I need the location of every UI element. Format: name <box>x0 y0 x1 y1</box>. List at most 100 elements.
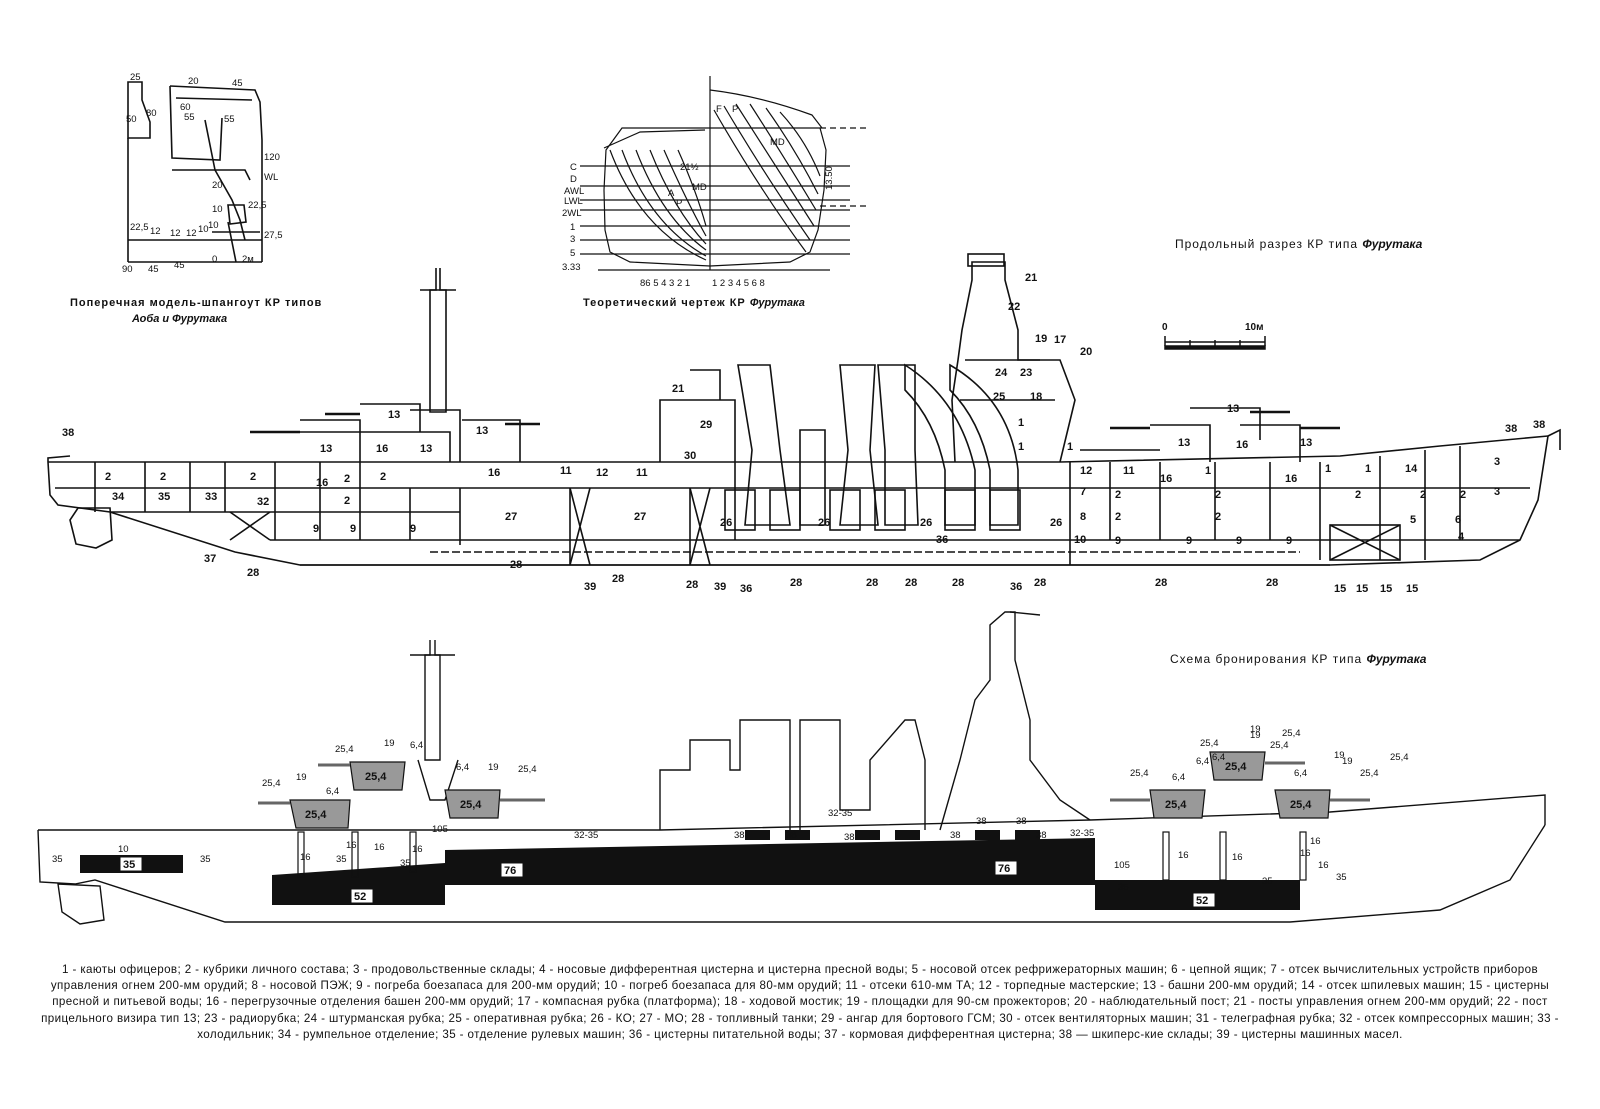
profile-label-98: 15 <box>1406 583 1418 595</box>
profile-label-22: 9 <box>350 523 356 535</box>
armor-turret-value-0: 25,4 <box>305 809 327 821</box>
armor-small-label-40: 38 <box>976 816 987 827</box>
profile-label-47: 11 <box>1123 465 1135 477</box>
legend-text: 1 - каюты офицеров; 2 - кубрики личного … <box>41 963 1559 1041</box>
lines-left-mark-1: D <box>570 174 577 185</box>
profile-label-31: 26 <box>920 517 932 529</box>
profile-label-0: 38 <box>62 427 74 439</box>
armor-caption-ship: Фурутака <box>1366 652 1427 666</box>
armor-small-label-46: 16 <box>1178 850 1189 861</box>
profile-label-8: 13 <box>320 443 332 455</box>
profile-label-64: 2 <box>1215 489 1221 501</box>
profile-label-34: 21 <box>1025 272 1037 284</box>
armor-deck-value-2: 76 <box>504 865 516 877</box>
profile-label-10: 13 <box>420 443 432 455</box>
armor-small-label-19: 6,4 <box>1212 752 1225 763</box>
armor-small-label-33: 35 <box>400 858 411 869</box>
armor-small-label-8: 25,4 <box>518 764 537 775</box>
armor-small-label-16: 19 <box>1334 750 1345 761</box>
frame-label-19: 10 <box>208 220 219 231</box>
armor-small-label-28: 16 <box>346 840 357 851</box>
armor-small-label-20: 25,4 <box>1270 740 1289 751</box>
armor-small-label-3: 25,4 <box>262 778 281 789</box>
profile-label-36: 19 <box>1035 333 1047 345</box>
profile-label-9: 16 <box>376 443 388 455</box>
profile-label-93: 28 <box>1155 577 1167 589</box>
lines-left-mark-7: 5 <box>570 248 575 259</box>
lines-caption-ship: Фурутака <box>749 297 805 309</box>
profile-label-71: 9 <box>1186 535 1192 547</box>
armor-small-label-35: 32-35 <box>828 808 852 819</box>
armor-small-label-45: 35 <box>1118 882 1129 893</box>
frame-label-10: 20 <box>212 180 223 191</box>
profile-label-11: 13 <box>388 409 400 421</box>
profile-label-50: 16 <box>1285 473 1297 485</box>
profile-label-80: 28 <box>247 567 259 579</box>
frame-label-17: 12 <box>186 228 197 239</box>
profile-label-14: 2 <box>344 473 350 485</box>
profile-label-78: 38 <box>1533 419 1545 431</box>
profile-label-53: 14 <box>1405 463 1418 475</box>
turret-barrels <box>250 410 1340 434</box>
lines-caption: Теоретический чертеж КР Фурутака <box>583 297 805 309</box>
armor-deck-value-box-4 <box>1192 892 1216 908</box>
profile-label-96: 15 <box>1356 583 1368 595</box>
armor-small-label-0: 25,4 <box>335 744 354 755</box>
profile-label-81: 28 <box>510 559 522 571</box>
profile-label-20: 11 <box>636 467 648 479</box>
armor-small-label-44: 105 <box>1114 860 1130 871</box>
armor-deck-value-3: 76 <box>998 863 1010 875</box>
armor-small-label-11: 6,4 <box>1196 756 1209 767</box>
profile-label-12: 13 <box>476 425 488 437</box>
profile-label-72: 9 <box>1236 535 1242 547</box>
profile-label-18: 11 <box>560 465 572 477</box>
armor-small-label-6: 6,4 <box>456 762 469 773</box>
armor-bulkheads <box>297 831 1307 881</box>
armor-small-label-24: 35 <box>52 854 63 865</box>
frame-label-11: 10 <box>212 204 223 215</box>
profile-label-57: 16 <box>1236 439 1248 451</box>
lines-left-mark-4: 2WL <box>562 208 582 219</box>
profile-label-86: 36 <box>740 583 752 595</box>
armor-small-label-1: 19 <box>384 738 395 749</box>
armor-small-label-7: 19 <box>488 762 499 773</box>
armor-small-label-49: 35 <box>1262 876 1273 887</box>
frame-label-16: 12 <box>170 228 181 239</box>
profile-label-25: 27 <box>634 511 646 523</box>
lines-left-mark-6: 3 <box>570 234 575 245</box>
armor-turret-value-5: 25,4 <box>1290 799 1312 811</box>
profile-label-89: 28 <box>905 577 917 589</box>
scale-zero: 0 <box>1162 322 1168 333</box>
armor-small-label-17: 25,4 <box>1360 768 1379 779</box>
profile-label-97: 15 <box>1380 583 1392 595</box>
profile-label-42: 18 <box>1030 391 1042 403</box>
armor-small-label-13: 19 <box>1250 730 1261 741</box>
profile-label-30: 26 <box>818 517 830 529</box>
lines-bottom-0: 86 5 4 3 2 1 <box>640 278 690 289</box>
profile-label-1: 2 <box>105 471 111 483</box>
frame-label-4: 80 <box>146 108 157 119</box>
profile-label-56: 13 <box>1178 437 1190 449</box>
profile-label-33: 36 <box>936 534 948 546</box>
armor-small-label-43: 32-35 <box>1070 828 1094 839</box>
armor-small-label-52: 35 <box>1336 872 1347 883</box>
lines-caption-title: Теоретический чертеж КР <box>583 297 746 309</box>
frame-label-20: 90 <box>122 264 133 275</box>
armor-caption-title: Схема бронирования КР типа <box>1170 652 1363 666</box>
armor-small-label-39: 38 <box>950 830 961 841</box>
profile-label-4: 34 <box>112 491 125 503</box>
profile-label-44: 1 <box>1018 441 1024 453</box>
longitudinal-profile-drawing <box>47 253 1561 566</box>
armor-small-label-42: 38 <box>1036 830 1047 841</box>
profile-label-68: 2 <box>1460 489 1466 501</box>
armor-labels: 25,4 25,4 25,4 25,4 25,4 25,4 25,4 19 6,4 25,4 19 6… <box>52 724 1409 908</box>
armor-small-label-12: 25,4 <box>1200 738 1219 749</box>
profile-label-66: 2 <box>1355 489 1361 501</box>
frame-label-7: 55 <box>224 114 235 125</box>
lines-left-mark-0: C <box>570 162 577 173</box>
frame-caption: Поперечная модель-шпангоут КР типов <box>70 297 322 309</box>
armor-small-label-50: 16 <box>1310 836 1321 847</box>
profile-label-16: 2 <box>344 495 350 507</box>
armor-small-label-23: 10 <box>118 844 129 855</box>
armor-deck-value-0: 35 <box>123 859 135 871</box>
